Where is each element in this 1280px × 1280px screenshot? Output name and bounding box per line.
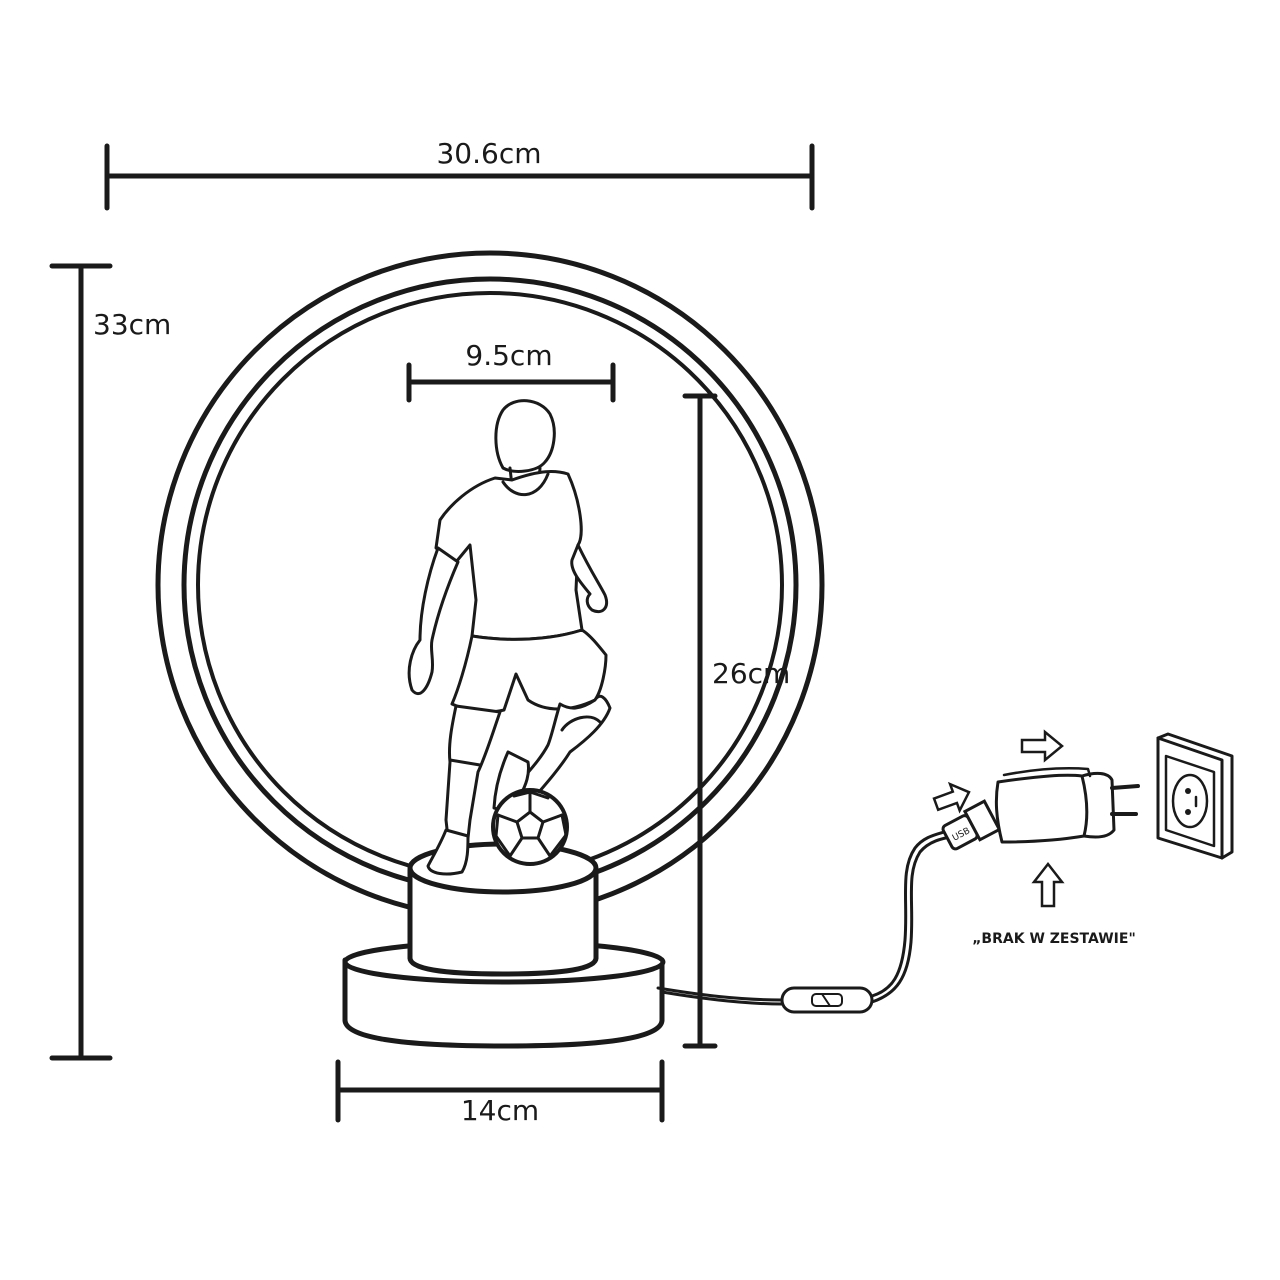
inline-switch-rocker (821, 993, 831, 1007)
dim-base-width-label: 14cm (461, 1094, 539, 1127)
ball-outer-seams (494, 790, 568, 858)
pedestal-bottom-edge (407, 955, 599, 977)
dim-figure-height: 26cm (682, 393, 790, 1049)
cable-to-switch (656, 986, 784, 1002)
dim-total-width-label: 30.6cm (436, 137, 541, 170)
usb-plug-connector (962, 799, 1002, 842)
ball-center-patch (515, 810, 545, 840)
dim-figure-height-label: 26cm (712, 657, 790, 690)
soccer-player-figure (407, 399, 612, 876)
dim-base-width: 14cm (335, 1059, 665, 1127)
player-left-leg (444, 704, 502, 840)
arrow-note-to-adapter (1031, 861, 1065, 908)
arrow-usb-to-adapter (932, 781, 971, 814)
player-shirt (434, 470, 584, 641)
ball-seams (496, 790, 564, 858)
power-cable (656, 828, 957, 1014)
dim-total-height-label: 33cm (93, 308, 171, 341)
dim-total-width: 30.6cm (104, 137, 815, 211)
adapter-top-edge (1002, 767, 1092, 778)
socket-inner-frame (1164, 754, 1216, 848)
socket-recess (1171, 773, 1209, 829)
socket-plate-side (1156, 732, 1234, 860)
cable-to-switch-2 (660, 990, 784, 1006)
player-left-sock (448, 758, 482, 767)
player-right-arm (570, 543, 608, 614)
usb-plug: USB (941, 799, 1002, 851)
socket-hole-bottom (1185, 809, 1191, 815)
dim-figure-width-label: 9.5cm (465, 339, 552, 372)
cable-to-usb (870, 828, 952, 998)
dim-total-height: 33cm (49, 263, 171, 1061)
arrow-adapter-to-socket (1020, 729, 1064, 763)
player-right-knee (560, 715, 602, 732)
player-head (494, 399, 556, 473)
player-shorts (450, 628, 608, 714)
player-left-shoe (426, 828, 470, 876)
base-bottom-edge (342, 1017, 665, 1049)
wall-socket (1156, 732, 1234, 860)
player-right-leg (518, 694, 612, 802)
cable-to-usb-2 (870, 834, 957, 1004)
player-left-arm (407, 546, 460, 696)
not-included-note: „BRAK W ZESTAWIE" (972, 931, 1136, 947)
player-collar (501, 472, 550, 497)
adapter-plug-side (1080, 771, 1116, 839)
inline-switch[interactable] (780, 986, 874, 1014)
adapter-prong-top (1110, 784, 1140, 790)
power-adapter (994, 767, 1140, 844)
dim-figure-width: 9.5cm (406, 339, 616, 403)
soccer-ball (491, 788, 569, 866)
socket-hole-top (1185, 788, 1191, 794)
